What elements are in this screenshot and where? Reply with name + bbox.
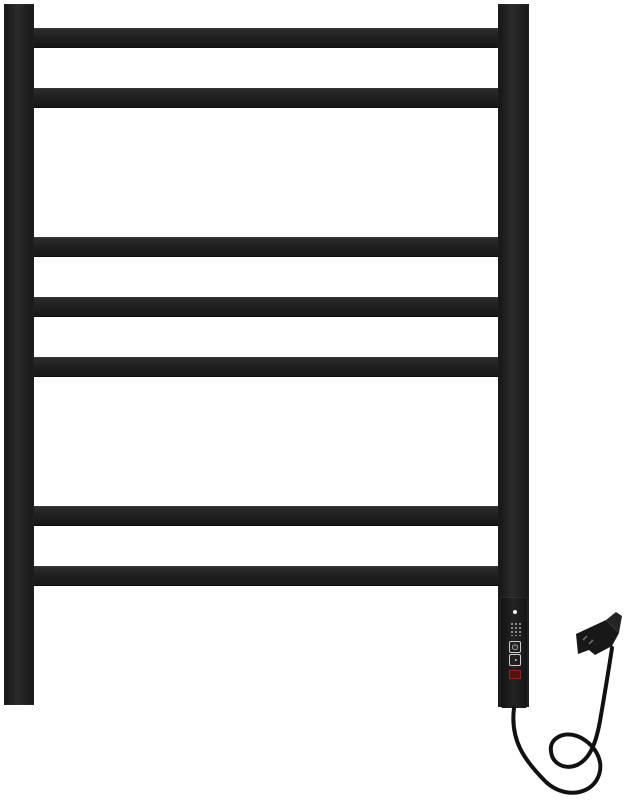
left-upright-post <box>4 4 34 705</box>
towel-bar <box>34 237 498 257</box>
plug-pin <box>582 635 588 641</box>
power-cable <box>511 612 622 795</box>
towel-bar <box>34 566 498 586</box>
heating-controller: ⏻ ◔ <box>501 598 527 708</box>
mode-icon: ◔ <box>509 654 521 666</box>
temperature-display <box>509 670 521 679</box>
plug-side <box>606 612 622 633</box>
towel-bar <box>34 506 498 526</box>
right-upright-post <box>498 4 529 707</box>
cable-wire <box>511 646 614 795</box>
plug-pin <box>588 639 594 645</box>
towel-bar <box>34 88 498 108</box>
status-led <box>513 610 517 614</box>
towel-bar <box>34 28 498 48</box>
power-icon: ⏻ <box>509 641 521 653</box>
plug-body <box>576 620 619 655</box>
towel-bar <box>34 297 498 317</box>
towel-bar <box>34 357 498 377</box>
indicator-grid <box>510 622 522 636</box>
